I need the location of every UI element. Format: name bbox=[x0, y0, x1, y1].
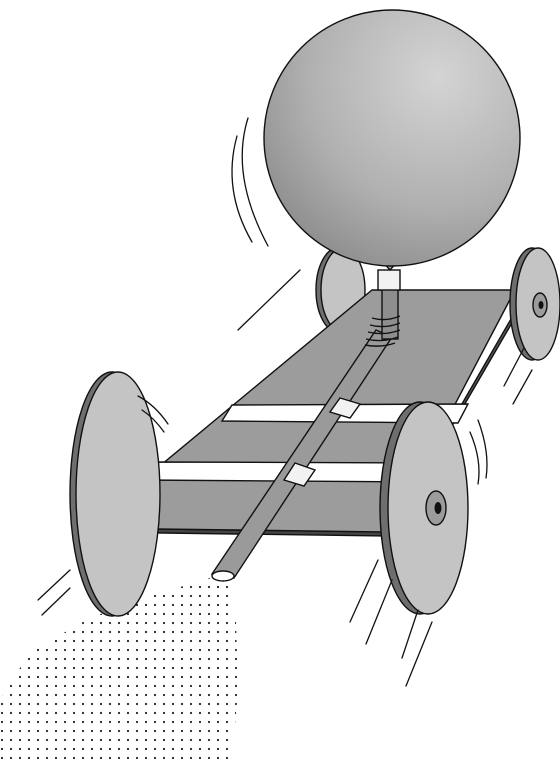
balloon bbox=[264, 10, 520, 270]
front-left-wheel bbox=[70, 372, 160, 616]
front-right-wheel bbox=[380, 402, 468, 614]
rear-right-wheel bbox=[510, 248, 560, 360]
